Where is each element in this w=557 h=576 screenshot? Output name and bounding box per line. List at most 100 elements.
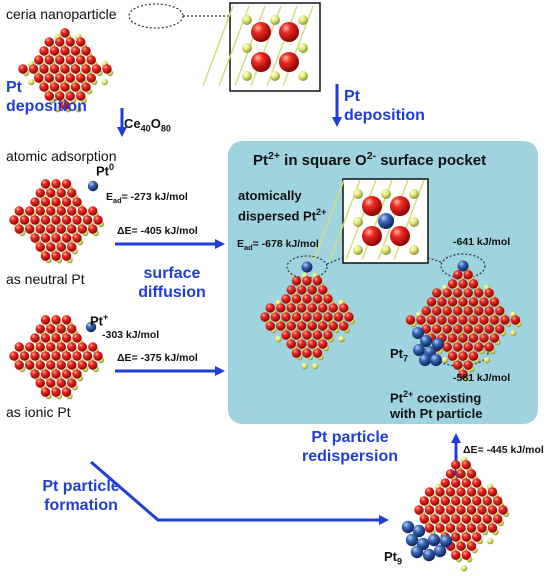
- oxygen-atom: [86, 55, 96, 65]
- oxygen-atom: [34, 73, 44, 83]
- oxygen-atom: [281, 330, 291, 340]
- platinum-atom: [430, 354, 442, 366]
- oxygen-atom: [276, 303, 286, 313]
- oxygen-atom: [51, 215, 61, 225]
- oxygen-atom: [333, 312, 344, 322]
- oxygen-atom: [65, 73, 75, 83]
- platinum-atom: [401, 520, 415, 534]
- cerium-atom: [242, 71, 252, 81]
- cerium-atom: [510, 329, 517, 337]
- ceria-dotted-circle: [128, 3, 184, 29]
- oxygen-atom: [61, 333, 72, 343]
- oxygen-atom: [30, 233, 40, 243]
- as-neutral-pt-label: as neutral Pt: [6, 271, 85, 287]
- oxygen-atom: [51, 197, 61, 207]
- oxygen-atom: [440, 478, 450, 488]
- oxygen-atom: [19, 351, 30, 361]
- cerium-atom: [75, 105, 82, 113]
- oxygen-atom: [67, 206, 77, 216]
- oxygen-atom: [472, 514, 482, 524]
- oxygen-atom: [40, 179, 51, 189]
- oxygen-atom: [67, 188, 77, 198]
- oxygen-atom: [297, 303, 307, 313]
- oxygen-atom: [328, 321, 338, 331]
- oxygen-atom: [30, 197, 40, 207]
- oxygen-atom: [49, 64, 60, 74]
- oxygen-atom: [323, 294, 333, 304]
- oxygen-atom: [72, 233, 82, 243]
- oxygen-atom: [437, 297, 447, 307]
- oxygen-atom: [445, 469, 456, 479]
- oxygen-atom: [424, 487, 435, 497]
- oxygen-atom: [86, 73, 96, 83]
- oxygen-atom: [81, 46, 91, 56]
- cerium-atom: [353, 217, 363, 227]
- oxygen-atom: [451, 496, 461, 506]
- oxygen-atom: [46, 206, 56, 216]
- oxygen-atom: [487, 487, 498, 497]
- oxygen-atom: [424, 523, 435, 533]
- oxygen-atom: [61, 179, 72, 189]
- cerium-atom: [441, 356, 449, 364]
- cerium-atom: [381, 245, 391, 255]
- oxygen-atom: [60, 100, 70, 110]
- oxygen-atom: [61, 369, 72, 379]
- oxygen-atom: [60, 64, 70, 74]
- oxygen-atom: [421, 306, 431, 316]
- oxygen-atom: [61, 315, 72, 325]
- oxygen-atom: [307, 339, 317, 349]
- oxygen-atom: [56, 224, 66, 234]
- oxygen-atom: [424, 505, 435, 515]
- oxygen-atom: [70, 46, 81, 56]
- oxygen-atom: [46, 342, 56, 352]
- platinum-atom: [422, 548, 436, 562]
- oxygen-atom: [77, 360, 87, 370]
- oxygen-atom: [40, 251, 51, 261]
- oxygen-atom: [251, 22, 271, 42]
- oxygen-atom: [451, 478, 461, 488]
- oxygen-atom: [72, 197, 82, 207]
- lattice-bond: [202, 5, 234, 87]
- oxygen-atom: [77, 224, 87, 234]
- platinum-atom: [433, 544, 447, 558]
- pt9-label: Pt9: [384, 549, 403, 567]
- box-title: Pt2+ in square O2- surface pocket: [253, 150, 487, 169]
- oxygen-atom: [458, 351, 468, 361]
- oxygen-atom: [466, 541, 477, 551]
- platinum-atom: [419, 354, 431, 366]
- oxygen-atom: [88, 360, 98, 370]
- oxygen-atom: [82, 351, 93, 361]
- oxygen-atom: [453, 270, 463, 280]
- oxygen-atom: [291, 348, 302, 358]
- neutral-pt-cluster: [9, 179, 105, 264]
- oxygen-atom: [25, 342, 35, 352]
- oxygen-atom: [472, 496, 482, 506]
- lattice-bond: [393, 179, 425, 261]
- oxygen-atom: [405, 315, 416, 325]
- oxygen-atom: [56, 342, 66, 352]
- arrows: [90, 84, 461, 525]
- oxygen-atom: [318, 285, 328, 295]
- oxygen-atom: [498, 505, 508, 515]
- oxygen-atom: [312, 294, 323, 304]
- cerium-atom: [460, 564, 468, 572]
- oxygen-atom: [456, 469, 466, 479]
- oxygen-atom: [61, 351, 72, 361]
- oxygen-atom: [286, 285, 296, 295]
- oxygen-atom: [493, 496, 503, 506]
- oxygen-atom: [297, 339, 307, 349]
- oxygen-atom: [40, 333, 51, 343]
- oxygen-atom: [456, 541, 466, 551]
- oxygen-atom: [14, 360, 24, 370]
- oxygen-atom: [251, 52, 271, 72]
- oxygen-atom: [458, 333, 468, 343]
- oxygen-atom: [60, 82, 70, 92]
- oxygen-atom: [281, 312, 291, 322]
- oxygen-atom: [312, 330, 323, 340]
- oxygen-atom: [458, 369, 468, 379]
- platinum-atom: [378, 213, 394, 229]
- oxygen-atom: [76, 91, 86, 101]
- oxygen-atom: [463, 288, 473, 298]
